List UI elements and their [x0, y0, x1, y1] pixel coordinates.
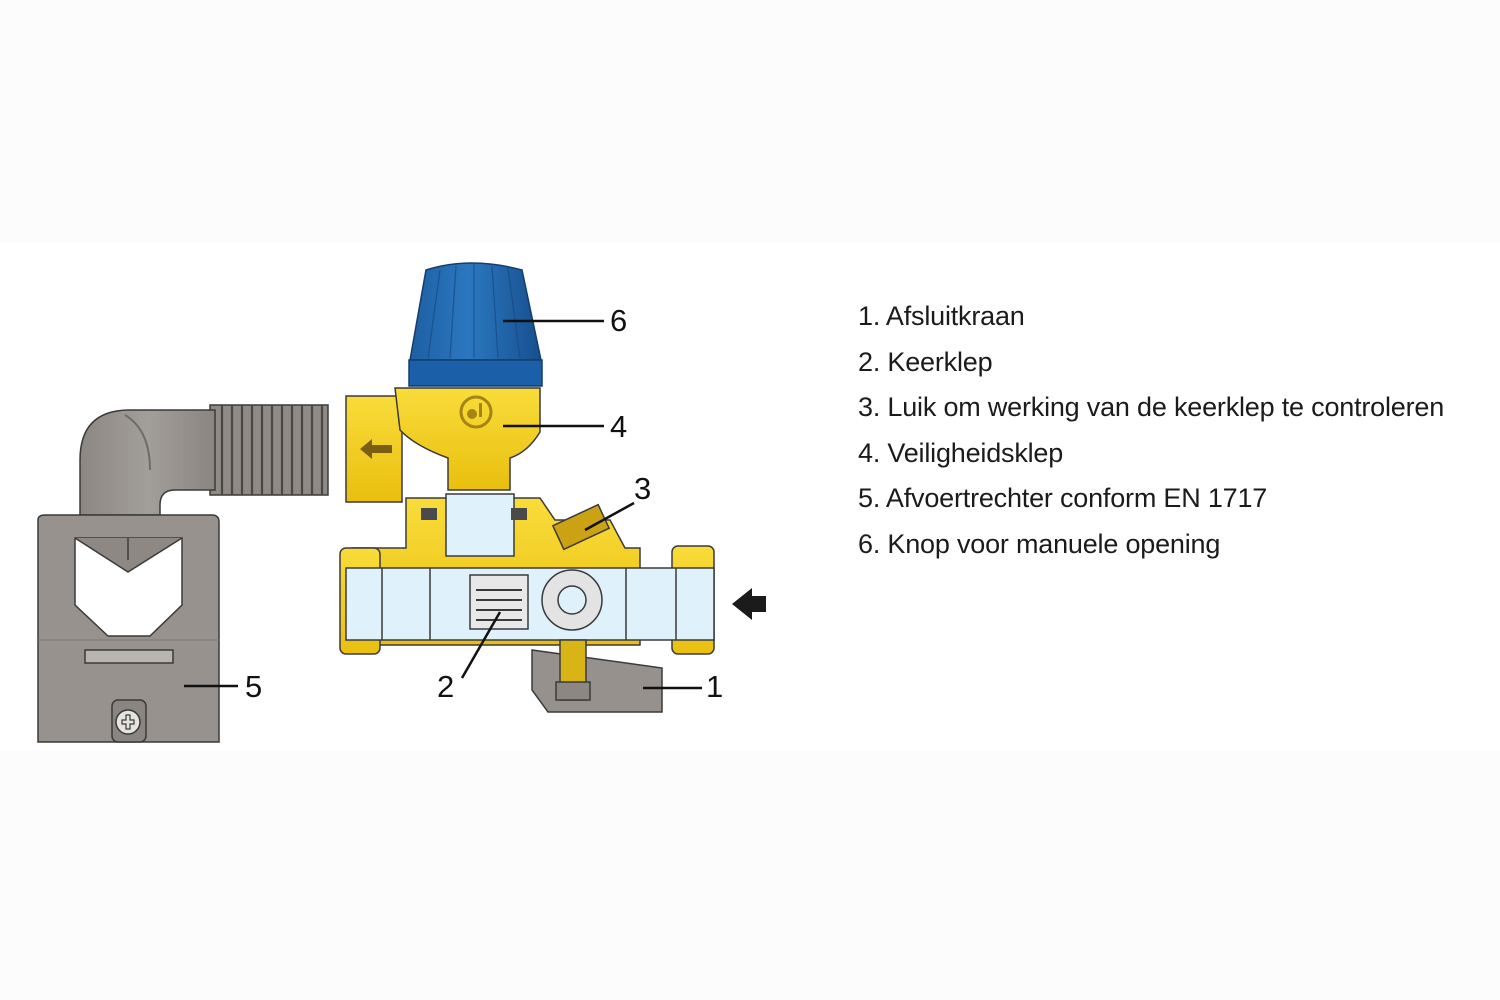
parts-legend: 1. Afsluitkraan 2. Keerklep 3. Luik om w… [858, 294, 1444, 567]
callout-4: 4 [610, 409, 627, 444]
legend-item-1: 1. Afsluitkraan [858, 301, 1025, 331]
screw-icon [115, 709, 141, 735]
legend-item-5: 5. Afvoertrechter conform EN 1717 [858, 483, 1268, 513]
legend-item-6: 6. Knop voor manuele opening [858, 528, 1221, 559]
callout-2: 2 [437, 669, 454, 704]
callout-3: 3 [634, 471, 651, 506]
diagram-panel [0, 243, 1500, 751]
flow-direction-arrow-icon [732, 588, 766, 620]
leader-line-2 [460, 611, 502, 679]
legend-item-2: 2. Keerklep [858, 346, 993, 377]
discharge-funnel [37, 404, 329, 743]
safety-valve-assembly [339, 262, 715, 713]
callout-1: 1 [706, 669, 723, 704]
callout-6: 6 [610, 303, 627, 338]
callout-5: 5 [245, 669, 262, 704]
legend-item-3: 3. Luik om werking van de keerklep te co… [858, 392, 1445, 422]
leader-lines [184, 319, 702, 690]
outlet-arrow-icon [360, 439, 392, 459]
leader-line-3 [584, 501, 635, 532]
legend-item-4: 4. Veiligheidsklep [858, 437, 1064, 468]
logo-icon [459, 395, 493, 429]
